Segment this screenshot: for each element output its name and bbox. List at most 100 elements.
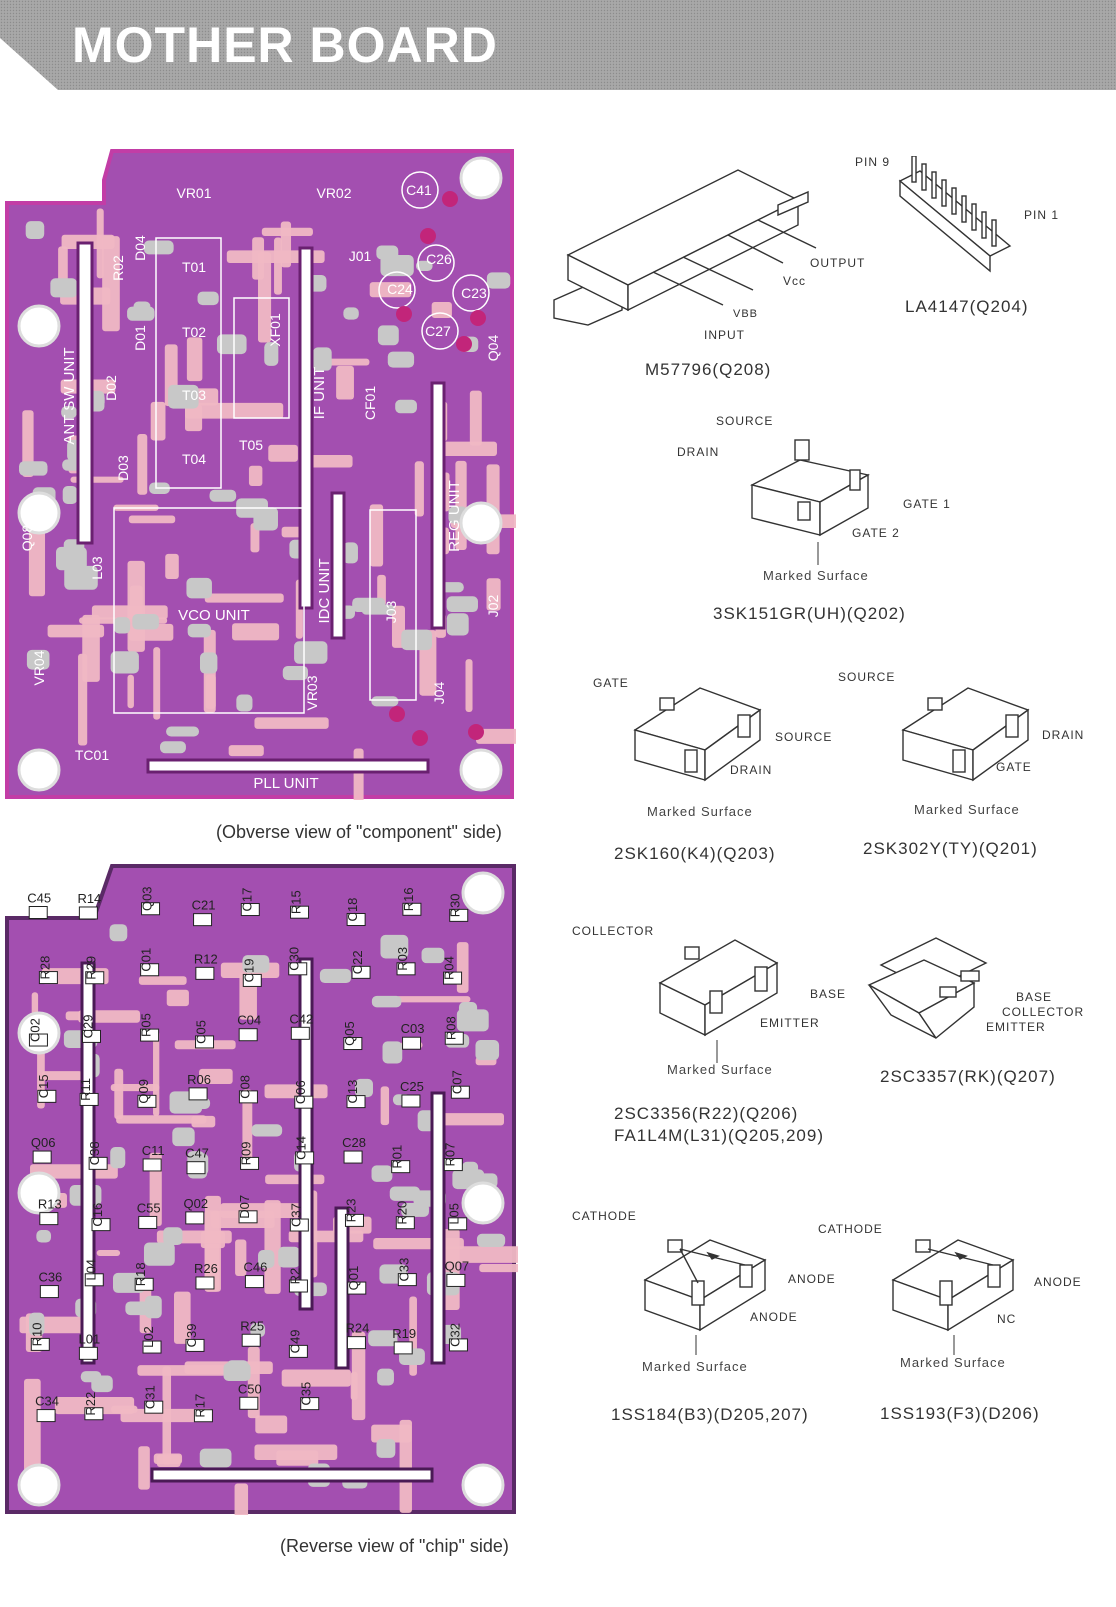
2sk302y-pin-gate: GATE — [996, 760, 1032, 774]
la4147-pin-lead — [921, 163, 927, 191]
copper-trace — [479, 1263, 518, 1273]
chip-part — [137, 1094, 157, 1108]
copper-trace — [465, 659, 473, 713]
copper-trace — [153, 1030, 160, 1117]
chip-part — [195, 966, 215, 980]
chip-part — [39, 1285, 59, 1299]
chip-part — [239, 1396, 259, 1410]
2sk160-pin-source: SOURCE — [775, 730, 833, 744]
chip-part — [448, 1338, 468, 1352]
chip-part — [85, 971, 105, 985]
chip-label: C39 — [184, 1323, 199, 1347]
grey-pad — [62, 486, 78, 504]
chip-label: R24 — [346, 1321, 370, 1336]
chip-part — [240, 1156, 260, 1170]
grey-pad — [110, 1147, 126, 1169]
2sk302y-part-number: 2SK302Y(TY)(Q201) — [863, 839, 1038, 858]
grey-pad — [145, 1295, 162, 1319]
1ss184-part-number: 1SS184(B3)(D205,207) — [611, 1405, 809, 1424]
la4147-pin-lead — [971, 203, 977, 231]
header-banner — [0, 0, 1116, 90]
2sc3357-pin-base: BASE — [1016, 990, 1053, 1004]
1ss193-pin-cathode: CATHODE — [818, 1222, 883, 1236]
grey-pad — [278, 1246, 300, 1268]
mounting-hole — [461, 1181, 505, 1225]
copper-trace — [199, 1068, 233, 1084]
capacitor-outline — [421, 312, 459, 350]
chip-part — [28, 1033, 48, 1047]
grey-pad — [282, 665, 308, 681]
chip-label: R29 — [84, 956, 99, 980]
chip-label: Q02 — [184, 1196, 209, 1211]
m57796-pin-vbb: VBB — [733, 308, 759, 320]
copper-trace — [102, 236, 120, 332]
chip-part — [300, 1397, 320, 1411]
copper-trace — [234, 1483, 249, 1515]
copper-trace — [281, 1369, 351, 1387]
chip-label: C07 — [449, 1070, 464, 1094]
grey-pad — [187, 623, 211, 638]
copper-trace — [127, 560, 145, 652]
fa1l4m-part-number: FA1L4M(L31)(Q205,209) — [614, 1126, 824, 1145]
chip-label: C36 — [38, 1270, 62, 1285]
silkscreen-label: T05 — [239, 437, 263, 453]
m57796-pin-output: OUTPUT — [810, 256, 866, 270]
copper-trace — [235, 1239, 247, 1276]
chip-part — [242, 973, 262, 987]
grey-pad — [371, 1165, 393, 1182]
chip-part — [141, 902, 161, 916]
copper-trace — [96, 1249, 121, 1257]
3sk151-drawing — [750, 439, 870, 565]
la4147-pin-lead — [981, 211, 987, 239]
silkscreen-label: Q04 — [485, 335, 501, 362]
silkscreen-label: C23 — [461, 285, 487, 301]
la4147-pin-lead — [951, 187, 957, 215]
capacitor-outline — [417, 244, 455, 282]
chip-label: R11 — [78, 1078, 93, 1101]
1ss184-pin-cathode: CATHODE — [572, 1209, 637, 1223]
silkscreen-label: XF01 — [267, 313, 283, 347]
copper-trace — [137, 1365, 226, 1376]
grey-pad — [380, 934, 409, 959]
mounting-hole — [459, 156, 503, 200]
chip-part — [84, 1273, 104, 1287]
copper-trace — [165, 553, 179, 579]
unit-outline — [233, 297, 290, 419]
chip-label: Q06 — [31, 1135, 56, 1150]
grey-pad — [319, 968, 352, 984]
copper-trace — [476, 728, 516, 744]
3sk151-marked-surface: Marked Surface — [763, 568, 869, 583]
copper-trace — [138, 1446, 150, 1490]
copper-trace — [436, 1113, 504, 1126]
copper-trace — [438, 1246, 518, 1263]
la4147-pin-lead — [961, 195, 967, 223]
mounting-hole — [459, 748, 503, 792]
grey-pad — [401, 1202, 429, 1217]
chip-part — [343, 1150, 363, 1164]
silkscreen-label: D02 — [103, 375, 119, 401]
2sk302y-pin-drain: DRAIN — [1042, 728, 1085, 742]
grey-pad — [163, 1227, 183, 1246]
copper-trace — [96, 208, 104, 279]
chip-label: C32 — [447, 1323, 462, 1347]
chip-label: R10 — [29, 1322, 44, 1346]
la4147-pin-lead — [931, 171, 937, 199]
copper-trace — [353, 748, 364, 800]
copper-trace — [276, 1450, 319, 1466]
chip-part — [142, 1158, 162, 1172]
copper-trace — [254, 717, 329, 729]
chip-label: Q09 — [136, 1079, 151, 1104]
unit-outline — [113, 507, 305, 714]
component-side-caption: (Obverse view of "component" side) — [216, 822, 502, 842]
grey-pad — [382, 1041, 403, 1064]
chip-label: C38 — [87, 1141, 102, 1165]
chip-part — [32, 1150, 52, 1164]
grey-pad — [109, 924, 128, 942]
chip-label: L05 — [447, 1203, 462, 1225]
silkscreen-label: J04 — [431, 682, 447, 705]
grey-pad — [209, 489, 237, 502]
copper-trace — [24, 1378, 41, 1472]
grey-pad — [172, 1127, 195, 1147]
copper-trace — [150, 401, 166, 441]
chip-label: C21 — [192, 898, 216, 913]
